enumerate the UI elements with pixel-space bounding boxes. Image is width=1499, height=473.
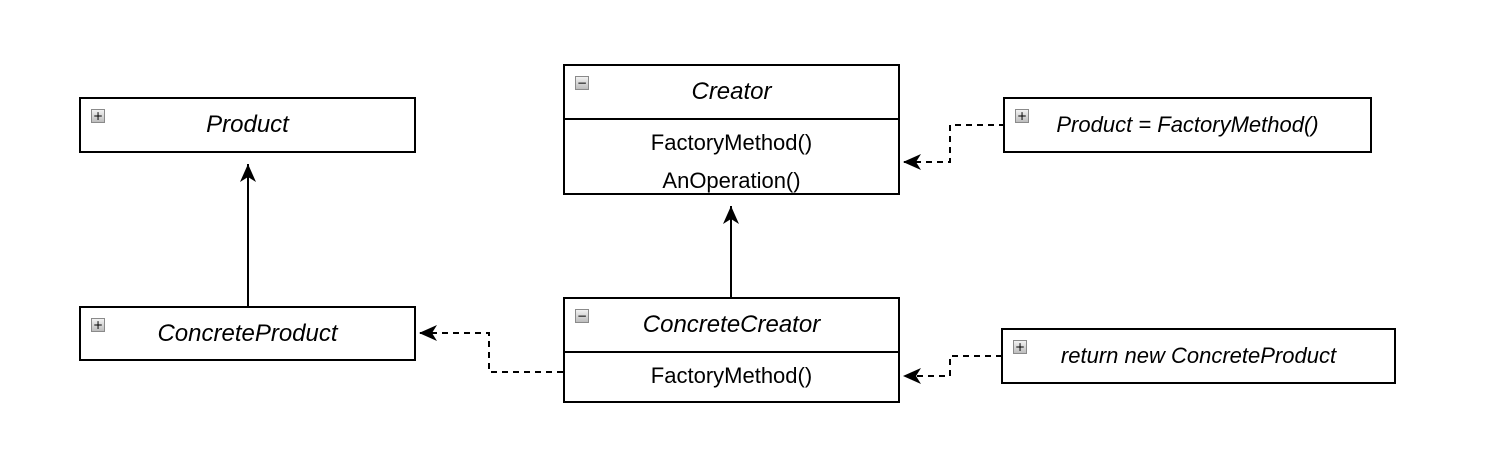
expand-icon[interactable]: + bbox=[91, 318, 105, 332]
method-list: FactoryMethod() bbox=[565, 353, 898, 397]
class-name: ConcreteCreator bbox=[642, 311, 821, 338]
method-factory-method: FactoryMethod() bbox=[650, 130, 813, 155]
note-creator[interactable]: + Product = FactoryMethod() bbox=[1003, 97, 1372, 153]
note-text: return new ConcreteProduct bbox=[1060, 343, 1337, 368]
note-text: Product = FactoryMethod() bbox=[1056, 112, 1319, 137]
class-creator[interactable]: − Creator FactoryMethod() AnOperation() bbox=[563, 64, 900, 195]
collapse-icon[interactable]: − bbox=[575, 309, 589, 323]
collapse-icon[interactable]: − bbox=[575, 76, 589, 90]
note-link-creator bbox=[903, 124, 1005, 170]
class-product[interactable]: + Product bbox=[79, 97, 416, 153]
note-link-concrete-creator bbox=[903, 355, 1002, 384]
class-concrete-creator[interactable]: − ConcreteCreator FactoryMethod() bbox=[563, 297, 900, 403]
class-name: Product bbox=[206, 111, 289, 138]
class-header: + Product bbox=[81, 99, 414, 151]
note-header: + Product = FactoryMethod() bbox=[1005, 99, 1370, 151]
method-an-operation: AnOperation() bbox=[662, 168, 801, 193]
expand-icon[interactable]: + bbox=[1013, 340, 1027, 354]
note-header: + return new ConcreteProduct bbox=[1003, 330, 1394, 382]
class-name: ConcreteProduct bbox=[157, 319, 338, 347]
dependency-arrow-concrete-product bbox=[419, 325, 563, 373]
class-header: + ConcreteProduct bbox=[81, 308, 414, 359]
method-list: FactoryMethod() AnOperation() bbox=[565, 120, 898, 202]
method-factory-method: FactoryMethod() bbox=[650, 363, 813, 388]
expand-icon[interactable]: + bbox=[91, 109, 105, 123]
class-header: − ConcreteCreator bbox=[565, 299, 898, 353]
class-concrete-product[interactable]: + ConcreteProduct bbox=[79, 306, 416, 361]
class-name: Creator bbox=[691, 78, 772, 105]
expand-icon[interactable]: + bbox=[1015, 109, 1029, 123]
class-header: − Creator bbox=[565, 66, 898, 120]
note-concrete-creator[interactable]: + return new ConcreteProduct bbox=[1001, 328, 1396, 384]
